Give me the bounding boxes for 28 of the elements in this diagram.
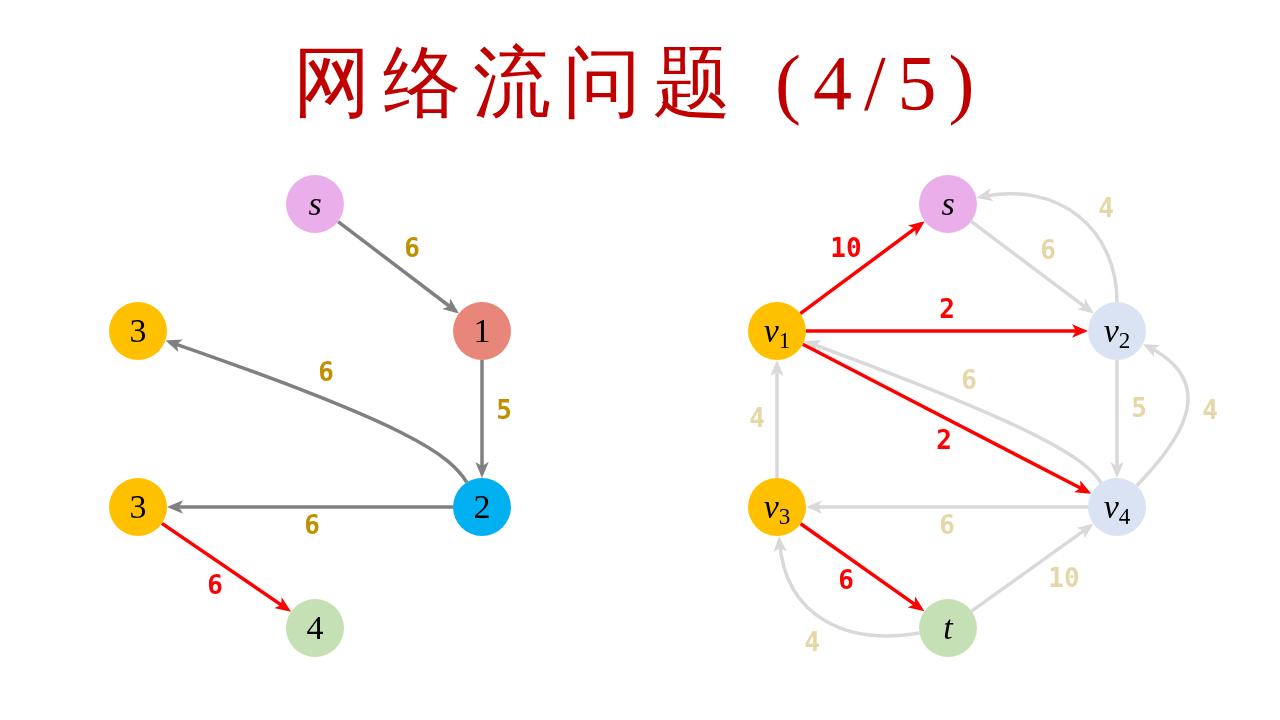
circle-node: 2 — [453, 478, 511, 536]
arrow — [970, 523, 1094, 613]
circle-node: t — [919, 599, 977, 657]
arrow — [976, 188, 1119, 303]
arrow — [806, 500, 1088, 514]
arrow — [1135, 343, 1190, 487]
circle-node: 1 — [453, 302, 511, 360]
circle-node: 4 — [286, 599, 344, 657]
arrow — [774, 535, 920, 638]
circle-node: 3 — [109, 478, 167, 536]
arrow — [799, 522, 925, 612]
arrow — [1110, 360, 1124, 478]
circle-node: v$_{4}$ — [1088, 478, 1146, 536]
circle-node: s — [286, 175, 344, 233]
arrow — [799, 221, 925, 316]
arrow — [475, 360, 489, 478]
circle-node: v$_{3}$ — [748, 478, 806, 536]
arrow — [165, 339, 469, 484]
circle-node: 3 — [109, 302, 167, 360]
circle-node: v$_{1}$ — [748, 302, 806, 360]
arrow — [770, 360, 784, 478]
arrow — [167, 500, 453, 514]
arrow — [970, 220, 1094, 314]
circle-node: v$_{2}$ — [1088, 302, 1146, 360]
arrow — [160, 521, 292, 612]
arrow — [806, 324, 1088, 338]
arrow — [337, 220, 459, 314]
circle-node: s — [919, 175, 977, 233]
